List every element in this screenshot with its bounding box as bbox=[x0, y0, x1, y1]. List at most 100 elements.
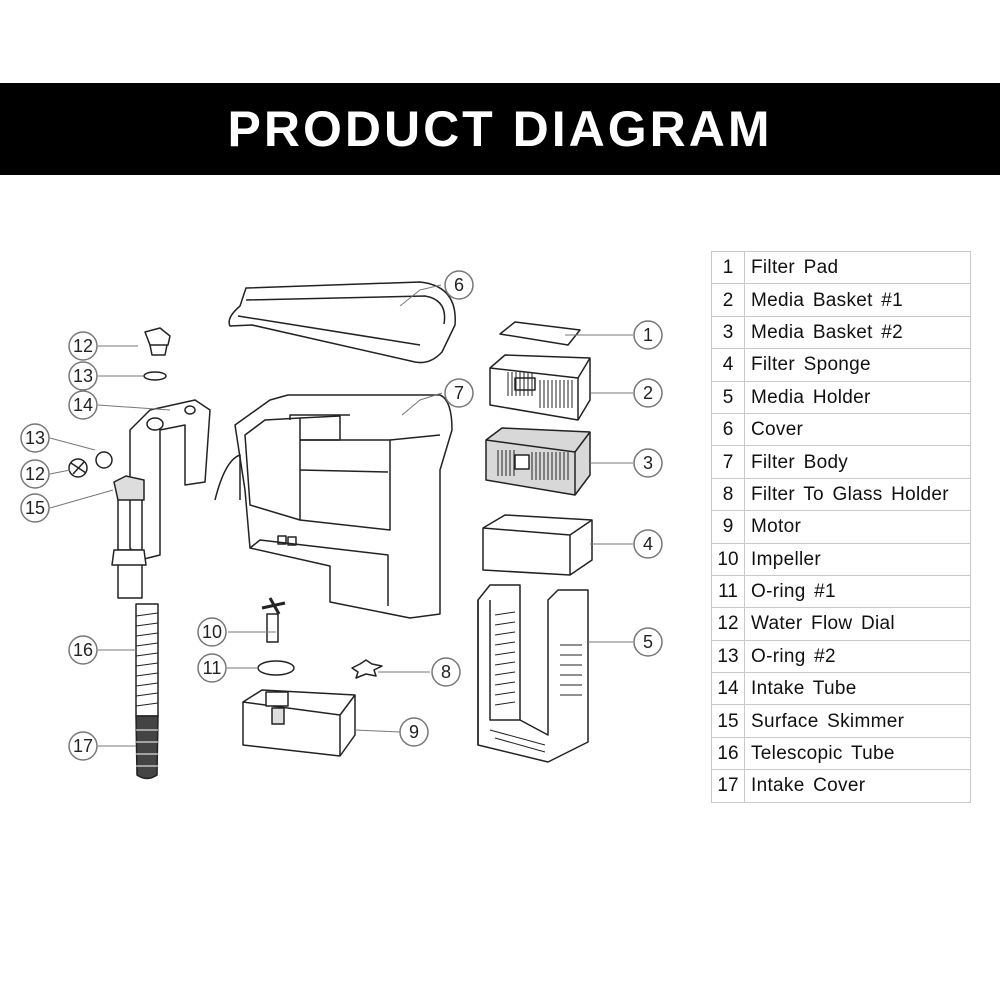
svg-text:15: 15 bbox=[25, 498, 45, 518]
part-water-flow-dial-left bbox=[68, 458, 88, 478]
callouts: 1 2 3 4 5 6 7 8 9 10 11 12 13 14 13 12 1… bbox=[20, 270, 663, 761]
svg-text:13: 13 bbox=[73, 366, 93, 386]
part-filter-sponge bbox=[482, 514, 593, 576]
callout-16: 16 bbox=[68, 635, 98, 665]
svg-text:4: 4 bbox=[643, 534, 653, 554]
part-filter-body bbox=[214, 394, 453, 619]
part-motor bbox=[242, 689, 356, 757]
part-name: Filter To Glass Holder bbox=[744, 477, 971, 512]
part-media-basket-1 bbox=[489, 354, 591, 421]
part-number: 9 bbox=[711, 510, 745, 544]
part-surface-skimmer bbox=[111, 475, 147, 599]
part-name: Filter Sponge bbox=[744, 348, 971, 382]
part-number: 15 bbox=[711, 704, 745, 738]
part-o-ring-1 bbox=[257, 660, 295, 676]
part-number: 17 bbox=[711, 769, 745, 803]
part-name: Surface Skimmer bbox=[744, 704, 971, 738]
part-name: Intake Cover bbox=[744, 769, 971, 803]
part-number: 7 bbox=[711, 445, 745, 479]
svg-text:12: 12 bbox=[25, 464, 45, 484]
part-number: 2 bbox=[711, 283, 745, 317]
callout-13-top: 13 bbox=[68, 361, 98, 391]
svg-text:3: 3 bbox=[643, 453, 653, 473]
callout-13-left: 13 bbox=[20, 423, 50, 453]
part-number: 1 bbox=[711, 250, 745, 285]
part-o-ring-2-top bbox=[143, 371, 167, 381]
svg-text:8: 8 bbox=[441, 662, 451, 682]
callout-8: 8 bbox=[431, 657, 461, 687]
part-name: Telescopic Tube bbox=[744, 736, 971, 771]
callout-3: 3 bbox=[633, 448, 663, 478]
svg-text:2: 2 bbox=[643, 383, 653, 403]
part-number: 16 bbox=[711, 736, 745, 771]
part-media-holder bbox=[477, 584, 589, 763]
callout-12-left: 12 bbox=[20, 459, 50, 489]
svg-text:12: 12 bbox=[73, 336, 93, 356]
part-name: Filter Body bbox=[744, 445, 971, 479]
part-number: 8 bbox=[711, 477, 745, 512]
part-telescopic-tube bbox=[135, 603, 159, 717]
part-name: Media Holder bbox=[744, 380, 971, 414]
callout-2: 2 bbox=[633, 378, 663, 408]
callout-10: 10 bbox=[197, 617, 227, 647]
page-title: PRODUCT DIAGRAM bbox=[227, 101, 773, 157]
callout-11: 11 bbox=[197, 653, 227, 683]
callout-9: 9 bbox=[399, 717, 429, 747]
part-cover bbox=[228, 281, 456, 364]
callout-12-top: 12 bbox=[68, 331, 98, 361]
svg-text:6: 6 bbox=[454, 275, 464, 295]
part-filter-pad bbox=[499, 321, 581, 346]
callout-4: 4 bbox=[633, 529, 663, 559]
part-number: 3 bbox=[711, 315, 745, 350]
svg-text:13: 13 bbox=[25, 428, 45, 448]
part-number: 14 bbox=[711, 672, 745, 706]
part-name: Media Basket #2 bbox=[744, 315, 971, 350]
part-intake-cover bbox=[135, 715, 159, 780]
part-number: 12 bbox=[711, 607, 745, 641]
part-name: O-ring #1 bbox=[744, 574, 971, 609]
part-impeller bbox=[261, 597, 286, 643]
callout-7: 7 bbox=[444, 378, 474, 408]
part-number: 10 bbox=[711, 542, 745, 576]
part-water-flow-dial-top bbox=[144, 327, 171, 356]
callout-1: 1 bbox=[633, 320, 663, 350]
part-glass-holder bbox=[351, 659, 383, 679]
svg-text:14: 14 bbox=[73, 395, 93, 415]
callout-15: 15 bbox=[20, 493, 50, 523]
header-banner: PRODUCT DIAGRAM bbox=[0, 83, 1000, 175]
callout-14: 14 bbox=[68, 390, 98, 420]
part-number: 4 bbox=[711, 348, 745, 382]
part-name: Intake Tube bbox=[744, 672, 971, 706]
svg-text:16: 16 bbox=[73, 640, 93, 660]
part-name: Water Flow Dial bbox=[744, 607, 971, 641]
part-number: 5 bbox=[711, 380, 745, 414]
svg-text:7: 7 bbox=[454, 383, 464, 403]
part-name: Cover bbox=[744, 412, 971, 447]
part-name: Filter Pad bbox=[744, 250, 971, 285]
svg-text:10: 10 bbox=[202, 622, 222, 642]
callout-17: 17 bbox=[68, 731, 98, 761]
part-name: Media Basket #1 bbox=[744, 283, 971, 317]
part-media-basket-2 bbox=[485, 427, 591, 496]
svg-text:1: 1 bbox=[643, 325, 653, 345]
svg-text:9: 9 bbox=[409, 722, 419, 742]
part-number: 6 bbox=[711, 412, 745, 447]
svg-text:5: 5 bbox=[643, 632, 653, 652]
part-name: O-ring #2 bbox=[744, 639, 971, 674]
